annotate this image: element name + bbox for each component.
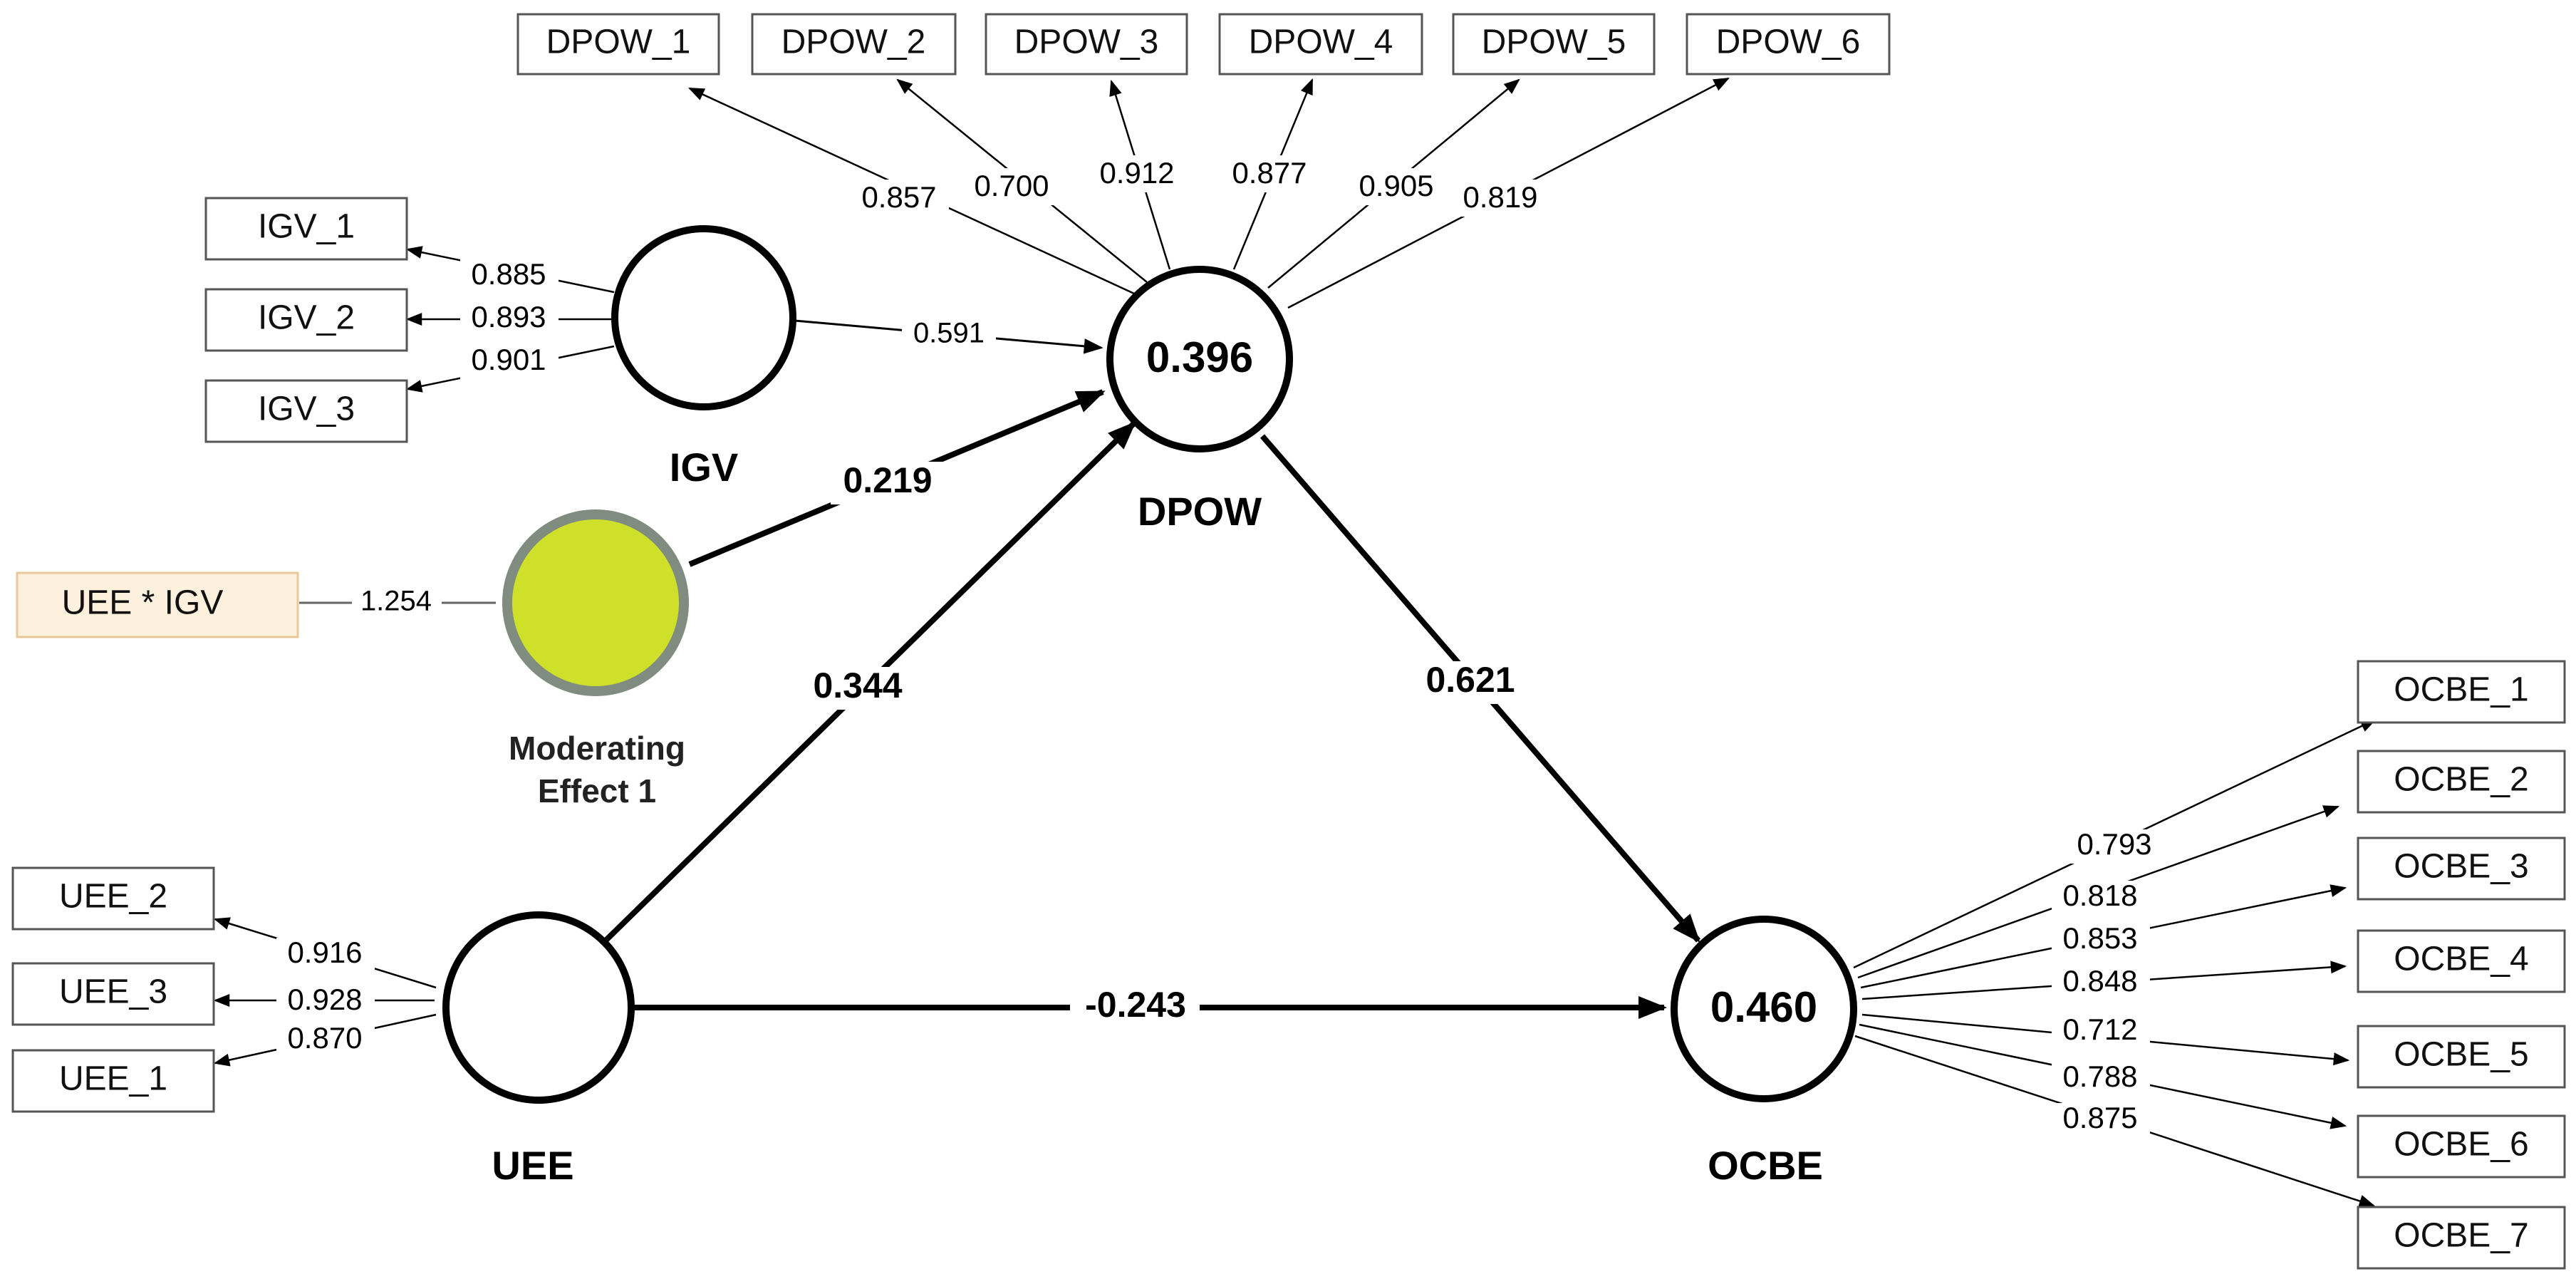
dpow-2-loading: 0.700 (974, 169, 1049, 202)
dpow-1-box[interactable] (516, 13, 720, 76)
igv-2-box[interactable] (204, 288, 408, 352)
moderating-effect-circle[interactable] (502, 509, 689, 696)
igv-2-loading: 0.893 (471, 300, 546, 333)
dpow-indicators: DPOW_1 DPOW_2 DPOW_3 DPOW_4 DPOW_5 DPOW_… (516, 13, 1891, 76)
uee-1-label: UEE_1 (59, 1060, 167, 1098)
interaction-loading: 1.254 (360, 586, 432, 617)
ocbe-2-box[interactable] (2357, 750, 2566, 814)
uee-3-loading: 0.928 (287, 983, 362, 1016)
moderating-effect-label-line1: Moderating (509, 730, 685, 767)
ocbe-4-label: OCBE_4 (2394, 941, 2528, 978)
uee-indicators: UEE_2 UEE_3 UEE_1 (11, 866, 215, 1113)
igv-label: IGV (670, 445, 738, 490)
ocbe-indicators: OCBE_1 OCBE_2 OCBE_3 OCBE_4 OCBE_5 OCBE_… (2357, 660, 2566, 1270)
dpow-4-box[interactable] (1218, 13, 1423, 76)
ocbe-3-loading: 0.853 (2062, 921, 2137, 955)
igv-3-loading: 0.901 (471, 343, 546, 376)
dpow-1-label: DPOW_1 (546, 24, 691, 61)
dpow-1-loading: 0.857 (861, 180, 936, 214)
igv-2-label: IGV_2 (258, 299, 355, 337)
moderator-dpow-coefficient: 0.219 (843, 460, 932, 500)
uee-igv-interaction-label: UEE * IGV (62, 584, 224, 622)
ocbe-loading-values: 0.793 0.818 0.853 0.848 0.712 0.788 0.87… (2052, 827, 2164, 1137)
uee-2-box[interactable] (11, 866, 215, 931)
uee-circle[interactable] (442, 911, 635, 1104)
ocbe-2-loading: 0.818 (2062, 879, 2137, 912)
uee-3-box[interactable] (11, 962, 215, 1026)
dpow-3-label: DPOW_3 (1014, 24, 1159, 61)
dpow-3-box[interactable] (985, 13, 1188, 76)
dpow-5-box[interactable] (1452, 13, 1656, 76)
ocbe-circle[interactable] (1671, 916, 1857, 1102)
uee-2-label: UEE_2 (59, 878, 167, 916)
dpow-6-label: DPOW_6 (1716, 24, 1861, 61)
ocbe-r-squared: 0.460 (1710, 983, 1817, 1031)
ocbe-7-box[interactable] (2357, 1206, 2566, 1270)
ocbe-5-loading: 0.712 (2062, 1013, 2137, 1046)
dpow-2-label: DPOW_2 (781, 24, 926, 61)
ocbe-label: OCBE (1708, 1143, 1823, 1188)
ocbe-6-label: OCBE_6 (2394, 1126, 2528, 1164)
ocbe-5-box[interactable] (2357, 1025, 2566, 1089)
igv-1-loading: 0.885 (471, 257, 546, 291)
uee-label: UEE (492, 1143, 573, 1188)
dpow-loading-values: 0.857 0.700 0.912 0.877 0.905 0.819 (848, 155, 1552, 217)
igv-circle[interactable] (611, 225, 796, 410)
igv-dpow-coefficient: 0.591 (913, 318, 985, 349)
uee-igv-interaction-box[interactable] (16, 571, 299, 638)
dpow-6-loading: 0.819 (1463, 180, 1537, 214)
dpow-5-label: DPOW_5 (1482, 24, 1626, 61)
igv-1-label: IGV_1 (258, 208, 355, 246)
igv-indicators: IGV_1 IGV_2 IGV_3 (204, 197, 408, 443)
dpow-3-loading: 0.912 (1099, 156, 1174, 190)
dpow-6-box[interactable] (1686, 13, 1891, 76)
ocbe-4-box[interactable] (2357, 929, 2566, 993)
dpow-2-box[interactable] (751, 13, 957, 76)
uee-dpow-coefficient: 0.344 (813, 666, 902, 705)
ocbe-3-box[interactable] (2357, 837, 2566, 901)
ocbe-7-loading: 0.875 (2062, 1101, 2137, 1134)
ocbe-2-label: OCBE_2 (2394, 761, 2528, 799)
ocbe-1-box[interactable] (2357, 660, 2566, 724)
ocbe-4-loading: 0.848 (2062, 964, 2137, 998)
ocbe-6-box[interactable] (2357, 1114, 2566, 1179)
ocbe-6-loading: 0.788 (2062, 1060, 2137, 1093)
interaction-loading-value: 1.254 (352, 586, 442, 618)
ocbe-1-label: OCBE_1 (2394, 671, 2528, 709)
ocbe-7-label: OCBE_7 (2394, 1217, 2528, 1255)
dpow-label: DPOW (1138, 489, 1262, 534)
latent-variables: 0.396 0.460 (442, 225, 1857, 1104)
uee-loading-values: 0.916 0.928 0.870 (276, 936, 375, 1057)
dpow-r-squared: 0.396 (1146, 333, 1253, 381)
moderating-effect-label-line2: Effect 1 (538, 772, 656, 809)
dpow-ocbe-coefficient: 0.621 (1425, 660, 1515, 700)
ocbe-3-label: OCBE_3 (2394, 848, 2528, 886)
igv-loading-values: 0.885 0.893 0.901 (460, 257, 559, 379)
latent-labels: IGV DPOW Moderating Effect 1 UEE OCBE (492, 445, 1822, 1188)
uee-2-loading: 0.916 (287, 936, 362, 969)
dpow-circle[interactable] (1106, 266, 1293, 452)
igv-3-box[interactable] (204, 379, 408, 443)
uee-3-label: UEE_3 (59, 973, 167, 1011)
dpow-4-loading: 0.877 (1232, 156, 1307, 190)
uee-1-box[interactable] (11, 1049, 215, 1113)
igv-1-box[interactable] (204, 197, 408, 261)
ocbe-5-label: OCBE_5 (2394, 1036, 2528, 1074)
ocbe-1-loading: 0.793 (2077, 827, 2151, 861)
uee-1-loading: 0.870 (287, 1021, 362, 1055)
interaction-indicator: UEE * IGV (16, 571, 299, 638)
uee-ocbe-coefficient: -0.243 (1085, 985, 1186, 1025)
igv-3-label: IGV_3 (258, 390, 355, 428)
dpow-4-label: DPOW_4 (1249, 24, 1393, 61)
path-coefficients: 0.591 0.219 0.344 0.621 -0.243 (801, 318, 1529, 1029)
dpow-5-loading: 0.905 (1359, 169, 1433, 202)
